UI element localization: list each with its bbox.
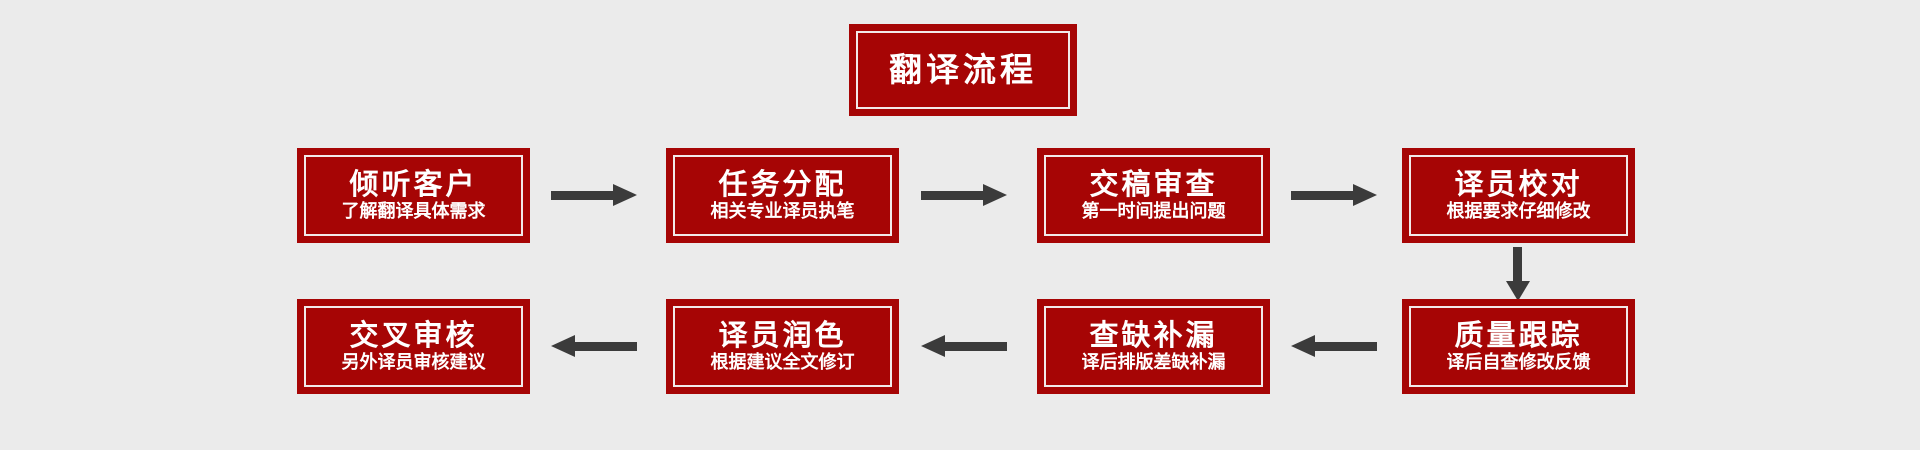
step-title: 查缺补漏 [1089, 317, 1218, 352]
step-title: 倾听客户 [349, 166, 478, 201]
arrow-shaft [1513, 247, 1522, 283]
arrow-head [1506, 281, 1530, 301]
step-title: 质量跟踪 [1454, 317, 1583, 352]
arrow-right-icon [921, 178, 1007, 212]
step-box-cross-review: 交叉审核 另外译员审核建议 [297, 299, 530, 394]
flowchart-title: 翻译流程 [889, 49, 1037, 89]
arrow-right-icon [1291, 178, 1377, 212]
flowchart-title-box: 翻译流程 [849, 24, 1077, 116]
step-box-translator-proofread: 译员校对 根据要求仔细修改 [1402, 148, 1635, 243]
arrow-head [921, 335, 945, 357]
step-subtitle: 另外译员审核建议 [341, 352, 486, 374]
step-title: 交稿审查 [1089, 166, 1218, 201]
step-subtitle: 了解翻译具体需求 [341, 201, 486, 223]
step-box-quality-tracking: 质量跟踪 译后自查修改反馈 [1402, 299, 1635, 394]
arrow-shaft [1291, 191, 1355, 200]
arrow-shaft [551, 191, 615, 200]
step-subtitle: 译后排版差缺补漏 [1081, 352, 1226, 374]
step-box-gap-check: 查缺补漏 译后排版差缺补漏 [1037, 299, 1270, 394]
arrow-left-icon [921, 329, 1007, 363]
step-title: 译员润色 [718, 317, 847, 352]
arrow-right-icon [551, 178, 637, 212]
step-subtitle: 相关专业译员执笔 [710, 201, 855, 223]
arrow-down-icon [1501, 247, 1535, 303]
step-box-task-assignment: 任务分配 相关专业译员执笔 [666, 148, 899, 243]
arrow-shaft [573, 342, 637, 351]
arrow-head [551, 335, 575, 357]
step-subtitle: 第一时间提出问题 [1081, 201, 1226, 223]
step-title: 译员校对 [1454, 166, 1583, 201]
arrow-head [1291, 335, 1315, 357]
step-box-listen-to-client: 倾听客户 了解翻译具体需求 [297, 148, 530, 243]
step-title: 交叉审核 [349, 317, 478, 352]
arrow-left-icon [1291, 329, 1377, 363]
arrow-head [1353, 184, 1377, 206]
arrow-shaft [921, 191, 985, 200]
arrow-shaft [1313, 342, 1377, 351]
arrow-left-icon [551, 329, 637, 363]
step-title: 任务分配 [718, 166, 847, 201]
arrow-head [613, 184, 637, 206]
arrow-shaft [943, 342, 1007, 351]
step-box-translator-polish: 译员润色 根据建议全文修订 [666, 299, 899, 394]
step-subtitle: 根据建议全文修订 [710, 352, 855, 374]
step-subtitle: 译后自查修改反馈 [1446, 352, 1591, 374]
step-subtitle: 根据要求仔细修改 [1446, 201, 1591, 223]
arrow-head [983, 184, 1007, 206]
step-box-draft-review: 交稿审查 第一时间提出问题 [1037, 148, 1270, 243]
